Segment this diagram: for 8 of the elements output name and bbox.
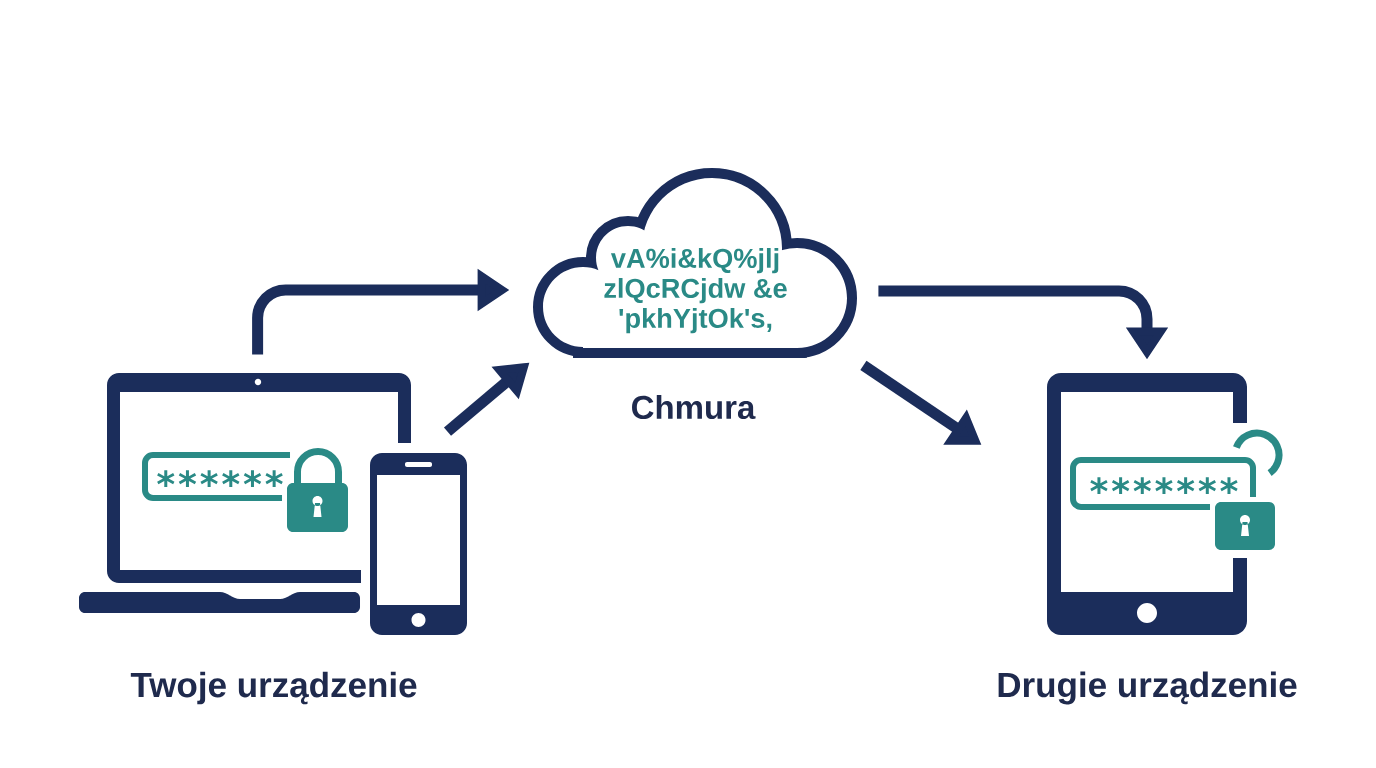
tablet-icon bbox=[1047, 373, 1247, 635]
node-label: Twoje urządzenie bbox=[130, 671, 417, 705]
node-label: Chmura bbox=[632, 394, 756, 420]
cloud: vA%i&kQ%jlj zlQcRCjdw &e 'pkhYjtOk's, bbox=[533, 168, 857, 358]
node-label: Drugie urządzenie bbox=[998, 671, 1297, 705]
laptop-icon bbox=[79, 373, 411, 613]
smartphone-icon bbox=[370, 453, 467, 635]
password-field: ∗∗∗∗∗∗∗ bbox=[1070, 457, 1256, 510]
